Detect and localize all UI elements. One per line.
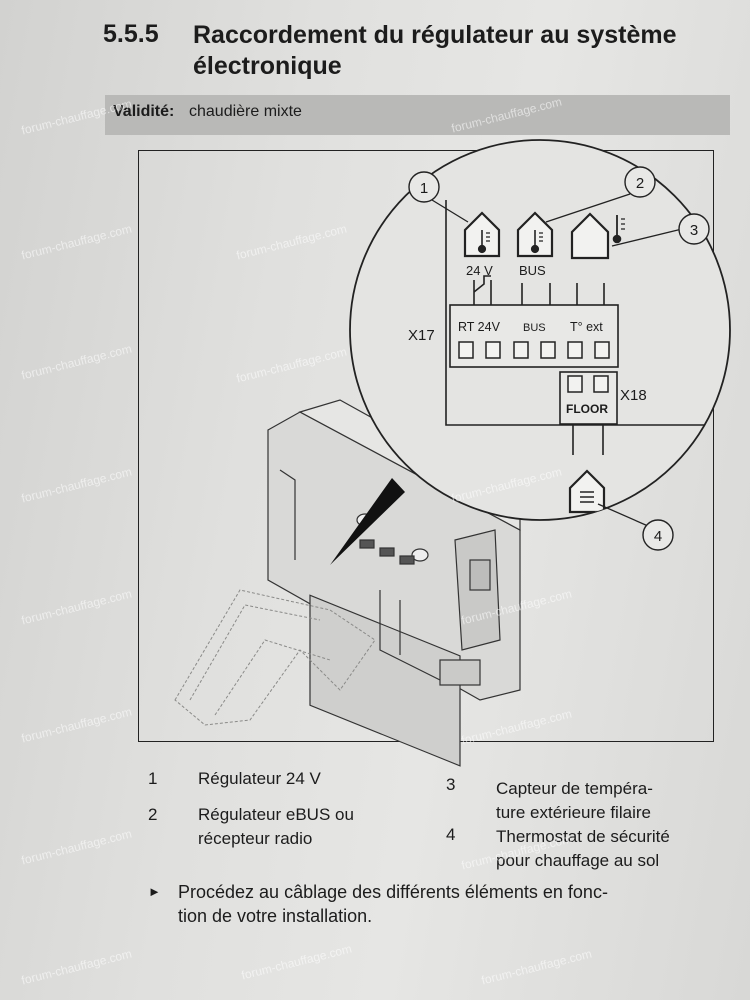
callout-2: 2 xyxy=(624,166,656,198)
legend-text-1: Régulateur 24 V xyxy=(198,769,321,788)
label-floor: FLOOR xyxy=(566,402,608,416)
label-24v: 24 V xyxy=(466,263,493,278)
instruction-line-2: tion de votre installation. xyxy=(178,906,373,926)
label-bus-top: BUS xyxy=(519,263,546,278)
legend-text-4b: pour chauffage au sol xyxy=(496,851,660,870)
terminal-x17-slots xyxy=(458,341,610,359)
legend-text-3a: Capteur de tempéra- xyxy=(496,779,653,798)
label-bus: BUS xyxy=(523,322,546,334)
x17-wires xyxy=(473,275,605,305)
section-title: Raccordement du régulateur au système él… xyxy=(193,21,677,80)
svg-text:3: 3 xyxy=(690,222,698,239)
legend-num-4: 4 xyxy=(446,825,456,844)
legend-text-2a: Régulateur eBUS ou xyxy=(198,805,354,824)
house-thermometer-icon xyxy=(463,211,501,258)
callout-3: 3 xyxy=(678,213,710,245)
callout-1: 1 xyxy=(408,171,440,203)
instruction-bullet-icon: ► xyxy=(148,884,161,899)
svg-text:1: 1 xyxy=(420,180,428,197)
callout-4: 4 xyxy=(642,519,674,551)
validity-bar: Validité: chaudière mixte xyxy=(105,95,730,135)
x18-wires xyxy=(572,424,604,455)
terminal-block-x17 xyxy=(449,304,619,368)
instruction-line-1: Procédez au câblage des différents éléme… xyxy=(178,882,608,902)
pointer-wedge xyxy=(330,478,405,565)
house-thermometer-icon xyxy=(516,211,554,258)
label-x17: X17 xyxy=(408,327,435,344)
house-thermometer-icon xyxy=(570,212,625,260)
house-floor-sensor-icon xyxy=(568,469,606,514)
legend-num-3: 3 xyxy=(446,775,456,794)
callout-leaders xyxy=(431,193,683,527)
legend-text-4a: Thermostat de sécurité xyxy=(496,827,670,846)
svg-text:2: 2 xyxy=(636,175,644,192)
label-x18: X18 xyxy=(620,387,647,404)
legend-num-2: 2 xyxy=(148,805,158,824)
legend-num-1: 1 xyxy=(148,769,158,788)
label-rt24v: RT 24V xyxy=(458,320,501,334)
label-t-ext: T° ext xyxy=(570,320,603,334)
legend-text-3b: ture extérieure filaire xyxy=(496,803,651,822)
validity-value: chaudière mixte xyxy=(189,103,302,120)
cover-illustration xyxy=(174,589,376,726)
board-outline xyxy=(445,200,730,426)
section-number: 5.5.5 xyxy=(103,20,159,48)
validity-label: Validité: xyxy=(113,103,175,120)
legend-text-2b: récepteur radio xyxy=(198,829,313,848)
svg-text:4: 4 xyxy=(654,528,662,545)
terminal-x18-slots xyxy=(567,375,609,393)
